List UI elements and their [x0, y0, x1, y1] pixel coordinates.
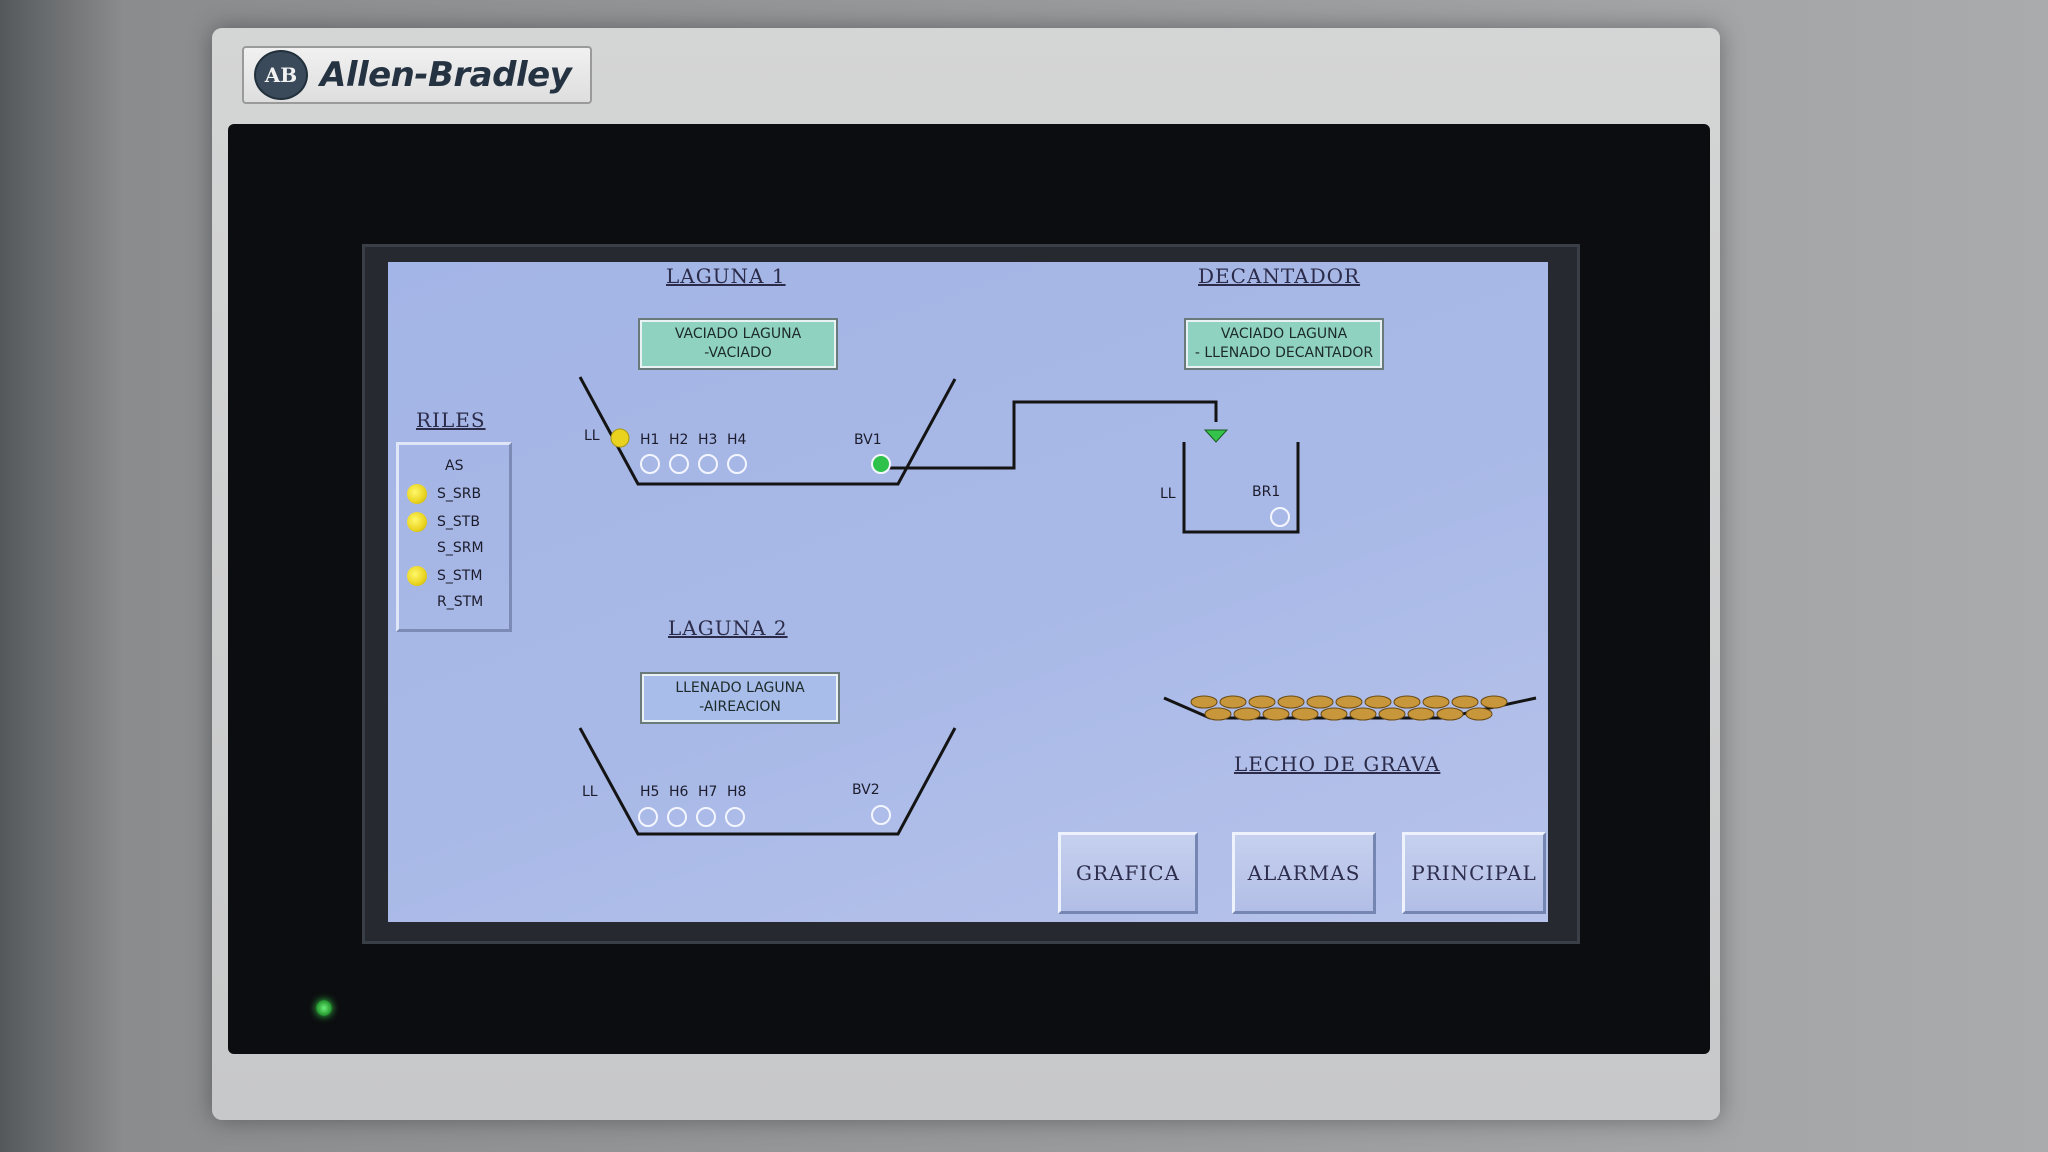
brand-badge: AB Allen-Bradley — [242, 46, 592, 104]
gravel-bed-icon — [1163, 695, 1537, 721]
br1-indicator-icon — [1270, 507, 1290, 527]
riles-item: S_STM — [399, 565, 509, 587]
riles-item: S_SRM — [399, 537, 509, 559]
laguna2-title: LAGUNA 2 — [668, 616, 788, 640]
h7-label: H7 — [698, 784, 718, 800]
riles-panel: AS S_SRB S_STB S_SRM S_STM R_STM — [396, 442, 512, 632]
bv2-label: BV2 — [852, 782, 880, 798]
riles-item: S_STB — [399, 511, 509, 533]
riles-item-label: S_STM — [437, 568, 483, 584]
laguna2-tank-outline — [578, 727, 957, 836]
bv1-indicator-icon — [871, 454, 891, 474]
alarmas-button[interactable]: ALARMAS — [1232, 832, 1376, 914]
lecho-title: LECHO DE GRAVA — [1234, 752, 1441, 776]
decantador-ll-label: LL — [1160, 486, 1176, 502]
riles-title: RILES — [416, 408, 486, 432]
grafica-button[interactable]: GRAFICA — [1058, 832, 1198, 914]
decantador-status-line1: VACIADO LAGUNA — [1220, 326, 1348, 342]
laguna2-status-line2: -AIREACION — [699, 699, 781, 715]
allen-bradley-logo-icon: AB — [254, 50, 308, 100]
decantador-status-line2: - LLENADO DECANTADOR — [1194, 345, 1374, 361]
h6-indicator-icon — [667, 807, 687, 827]
laguna2-status: LLENADO LAGUNA -AIREACION — [640, 672, 840, 724]
laguna2-status-line1: LLENADO LAGUNA — [675, 680, 805, 696]
laguna1-ll-indicator-icon — [610, 428, 630, 448]
riles-indicator-icon — [407, 512, 427, 532]
h5-indicator-icon — [638, 807, 658, 827]
h5-label: H5 — [640, 784, 660, 800]
hmi-screen[interactable]: LAGUNA 1 DECANTADOR RILES LAGUNA 2 LECHO… — [388, 262, 1548, 922]
h2-indicator-icon — [669, 454, 689, 474]
transfer-pipe — [884, 400, 1218, 470]
h6-label: H6 — [669, 784, 689, 800]
bv1-label: BV1 — [854, 432, 882, 448]
decantador-status: VACIADO LAGUNA - LLENADO DECANTADOR — [1184, 318, 1384, 370]
h1-indicator-icon — [640, 454, 660, 474]
riles-indicator-icon — [407, 538, 427, 558]
laguna2-ll-label: LL — [582, 784, 598, 800]
laguna1-status-line1: VACIADO LAGUNA — [674, 326, 802, 342]
h4-label: H4 — [727, 432, 747, 448]
h3-indicator-icon — [698, 454, 718, 474]
principal-button[interactable]: PRINCIPAL — [1402, 832, 1546, 914]
riles-item-label: S_STB — [437, 514, 480, 530]
laguna1-title: LAGUNA 1 — [666, 264, 786, 288]
laguna1-status: VACIADO LAGUNA -VACIADO — [638, 318, 838, 370]
h8-label: H8 — [727, 784, 747, 800]
riles-indicator-icon — [407, 566, 427, 586]
inflow-arrow-icon — [1203, 429, 1229, 443]
riles-item-label: S_SRM — [437, 540, 484, 556]
riles-indicator-icon — [407, 592, 427, 612]
riles-indicator-icon — [407, 484, 427, 504]
decantador-title: DECANTADOR — [1198, 264, 1361, 288]
riles-item-label: S_SRB — [437, 486, 482, 502]
laguna1-ll-label: LL — [584, 428, 600, 444]
riles-item-label: AS — [445, 458, 464, 474]
h2-label: H2 — [669, 432, 689, 448]
h8-indicator-icon — [725, 807, 745, 827]
laguna1-tank-outline — [578, 376, 957, 486]
laguna1-status-line2: -VACIADO — [704, 345, 772, 361]
brand-name: Allen-Bradley — [320, 55, 572, 95]
riles-item: R_STM — [399, 591, 509, 613]
bv2-indicator-icon — [871, 805, 891, 825]
h7-indicator-icon — [696, 807, 716, 827]
h3-label: H3 — [698, 432, 718, 448]
riles-item: S_SRB — [399, 483, 509, 505]
h4-indicator-icon — [727, 454, 747, 474]
h1-label: H1 — [640, 432, 660, 448]
riles-item: AS — [399, 455, 509, 477]
process-diagram — [578, 376, 1537, 836]
decantador-tank-outline — [1182, 442, 1300, 534]
br1-label: BR1 — [1252, 484, 1281, 500]
power-led-icon — [316, 1000, 332, 1016]
riles-item-label: R_STM — [437, 594, 484, 610]
riles-indicator-icon — [407, 456, 427, 476]
